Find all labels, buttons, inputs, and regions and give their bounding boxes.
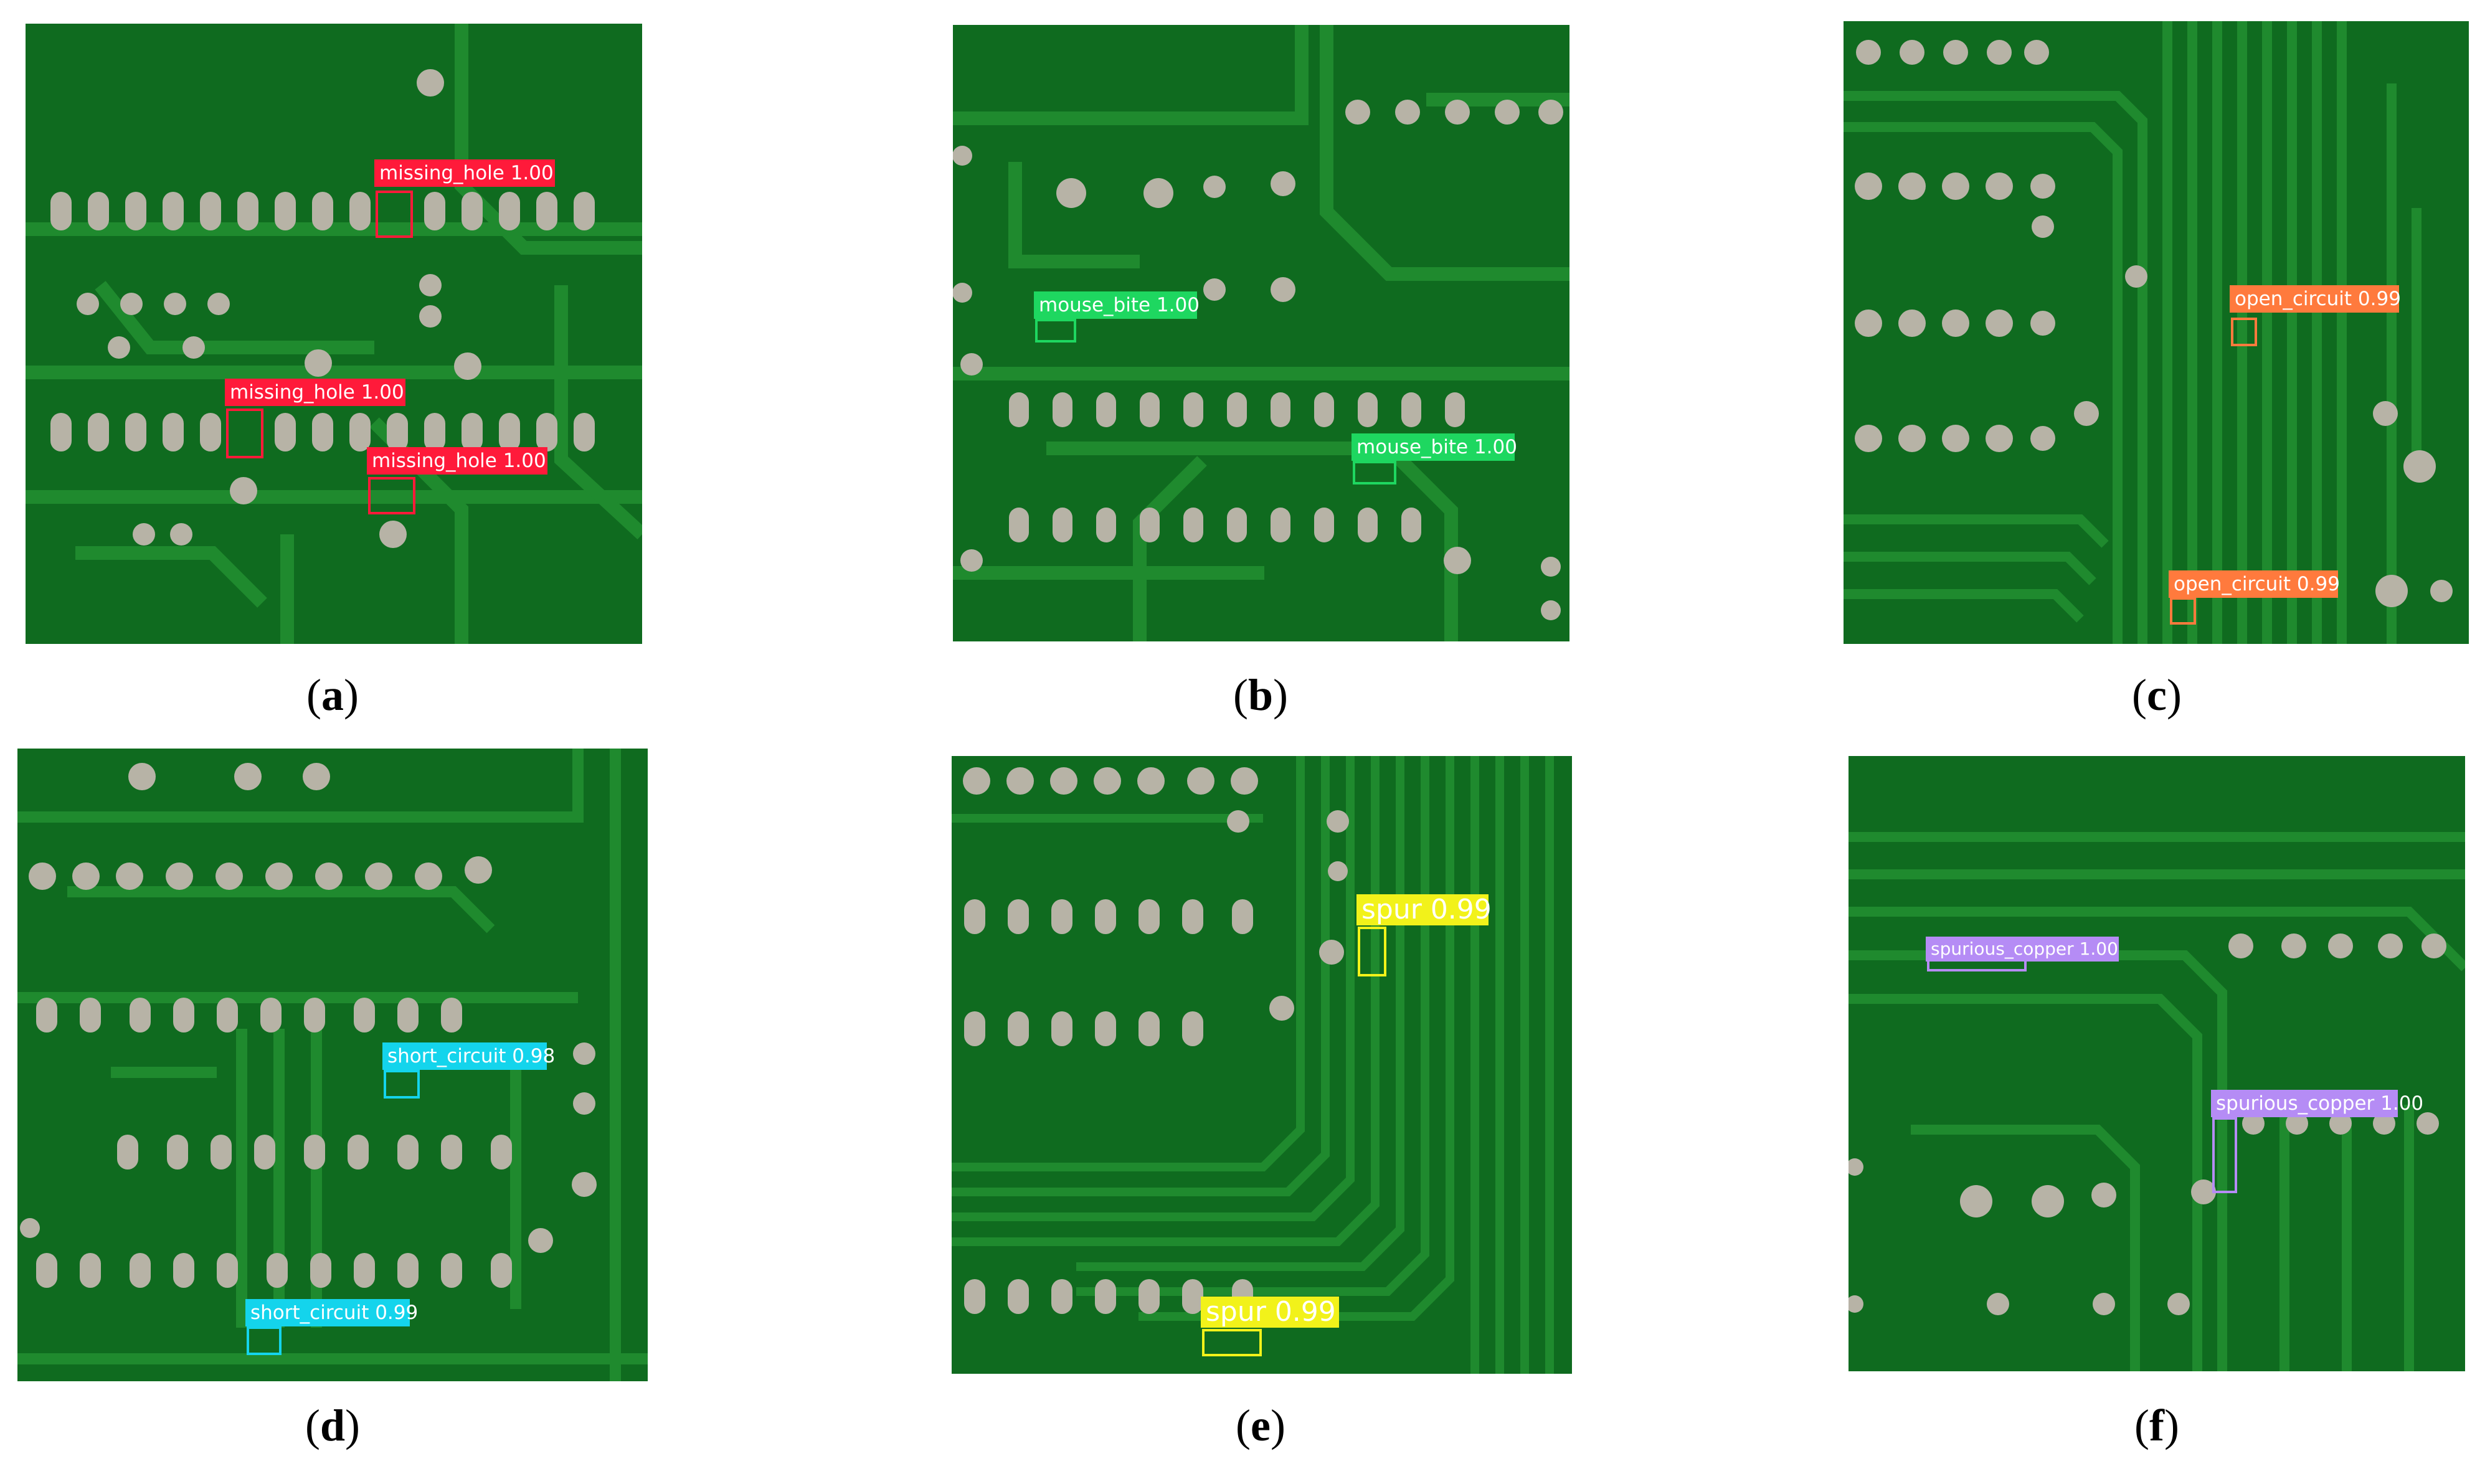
caption-f: (f) (2134, 1401, 2179, 1450)
caption-b: (b) (1233, 670, 1288, 720)
pcb-image-f: spurious_copper 1.00 spurious_copper 1.0… (1849, 756, 2465, 1371)
detection-label: open_circuit 0.99 (2169, 570, 2340, 598)
caption-d: (d) (305, 1401, 360, 1450)
pcb-image-a: missing_hole 1.00 missing_hole 1.00 miss… (26, 24, 642, 644)
detection-label: open_circuit 0.99 (2230, 285, 2401, 313)
pcb-traces-b (953, 25, 1569, 641)
detection-box (226, 409, 263, 458)
detection-label: missing_hole 1.00 (225, 379, 405, 406)
detection-label: mouse_bite 1.00 (1352, 433, 1517, 461)
caption-c: (c) (2132, 670, 2182, 720)
detection-box (1202, 1329, 1262, 1356)
caption-e: (e) (1236, 1401, 1285, 1450)
detection-label: spur 0.99 (1356, 894, 1492, 925)
detection-label: mouse_bite 1.00 (1034, 291, 1200, 319)
detection-box (384, 1070, 420, 1099)
detection-box (368, 477, 415, 514)
detection-label: spur 0.99 (1201, 1297, 1339, 1328)
detection-label: short_circuit 0.99 (245, 1299, 418, 1326)
pcb-traces-c (1844, 21, 2453, 644)
pcb-image-d: short_circuit 0.98 short_circuit 0.99 (17, 749, 648, 1381)
pcb-traces-e (952, 756, 1554, 1374)
pcb-image-b: mouse_bite 1.00 mouse_bite 1.00 (953, 25, 1569, 641)
pcb-traces-d (17, 749, 648, 1381)
detection-label: spurious_copper 1.00 (1926, 937, 2119, 962)
caption-a: (a) (306, 670, 359, 720)
detection-box (376, 191, 413, 238)
detection-label: missing_hole 1.00 (367, 447, 547, 475)
detection-box (1358, 927, 1386, 976)
pcb-traces-a (26, 24, 642, 644)
pcb-traces-f (1849, 832, 2465, 1371)
detection-label: short_circuit 0.98 (382, 1042, 555, 1070)
detection-box (1353, 461, 1396, 484)
pcb-image-c: open_circuit 0.99 open_circuit 0.99 (1844, 21, 2469, 644)
detection-label: spurious_copper 1.00 (2211, 1090, 2423, 1117)
detection-box (2170, 597, 2196, 625)
detection-box (1035, 319, 1076, 343)
detection-box (2212, 1117, 2237, 1193)
detection-label: missing_hole 1.00 (374, 159, 555, 187)
detection-box (247, 1326, 282, 1355)
detection-box (2231, 318, 2257, 346)
pcb-image-e: spur 0.99 spur 0.99 (952, 756, 1572, 1374)
